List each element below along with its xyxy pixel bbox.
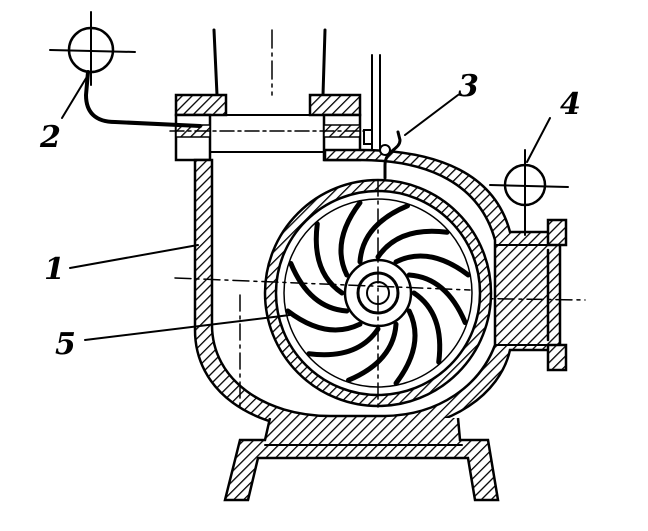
impeller-blade (306, 326, 381, 358)
impeller-blade (338, 200, 363, 278)
impeller-blade (285, 308, 363, 333)
impeller-blade (313, 221, 345, 296)
impeller-blade (393, 308, 418, 386)
inlet-pipe (212, 28, 327, 97)
impeller-blade (357, 203, 410, 265)
label-3: 3 (458, 69, 479, 104)
pressure-gauge-icon (489, 149, 569, 236)
leader-lines (61, 74, 551, 341)
inlet-flange (169, 93, 369, 162)
label-4: 4 (560, 87, 581, 122)
impeller-blade (346, 321, 399, 383)
pressure-gauge-icon (49, 11, 202, 128)
impeller-blade (411, 290, 443, 365)
impeller-blades (285, 200, 471, 386)
label-2: 2 (40, 120, 61, 155)
label-5: 5 (55, 327, 76, 362)
outlet-nozzle (439, 218, 586, 372)
pump-base (223, 417, 500, 502)
impeller-blade (393, 253, 471, 278)
impeller-blade (288, 261, 350, 314)
label-1: 1 (44, 252, 65, 287)
impeller-blade (375, 228, 450, 260)
impeller (174, 178, 493, 411)
vent-valve (363, 54, 402, 180)
